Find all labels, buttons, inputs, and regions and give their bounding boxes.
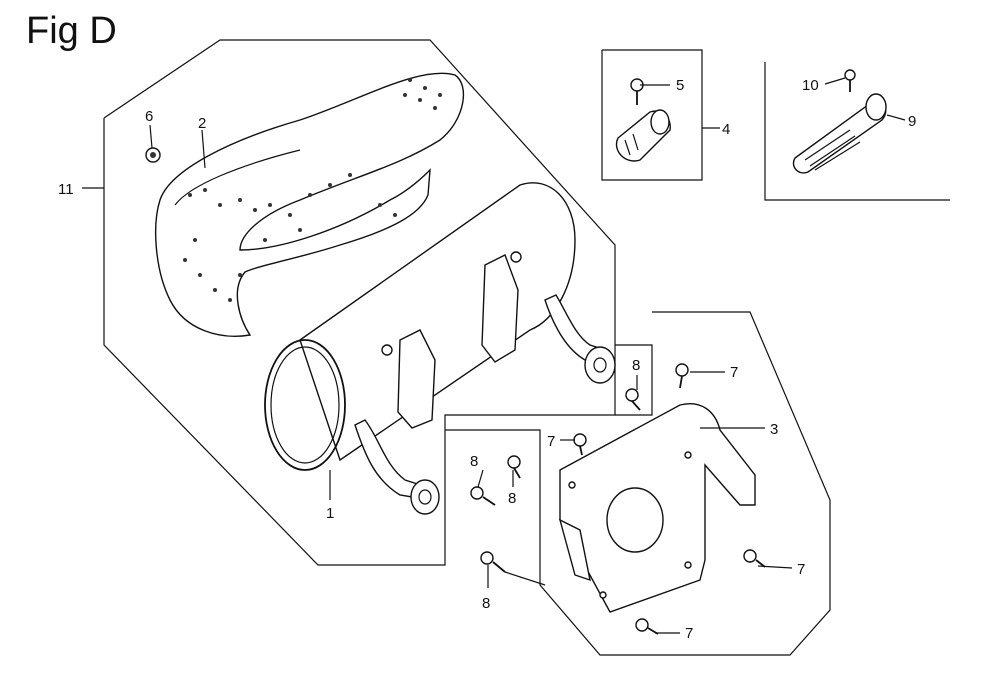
heat-shield-perforations	[183, 78, 442, 302]
figure-title: Fig D	[26, 10, 117, 52]
bolt-7-right	[743, 549, 766, 568]
callout-5: 5	[676, 77, 684, 94]
callout-8-a: 8	[470, 453, 478, 470]
bracket-3-part	[558, 403, 756, 613]
callout-6: 6	[145, 108, 153, 125]
callout-8-lower: 8	[482, 595, 490, 612]
leader-lines	[82, 77, 906, 634]
spark-arrester-part	[615, 109, 671, 162]
callout-3: 3	[770, 421, 778, 438]
callout-4: 4	[722, 121, 730, 138]
bolt-8-box-a	[470, 486, 496, 506]
bolt-8-lower	[480, 551, 506, 573]
muffler-body-part	[264, 182, 616, 515]
screw-6-part	[145, 147, 161, 163]
bolt-7-bottom	[635, 618, 659, 635]
callout-2: 2	[198, 115, 206, 132]
callout-9: 9	[908, 113, 916, 130]
bolt-7-upper	[675, 363, 689, 389]
bolt-8-box-b	[507, 455, 521, 479]
group-outline-8	[615, 344, 653, 416]
group-outline-11	[103, 39, 616, 566]
callout-7-bottom: 7	[685, 625, 693, 642]
callout-10: 10	[802, 77, 819, 94]
screen-9-part	[792, 93, 887, 174]
screw-5-part	[630, 78, 644, 105]
callout-1: 1	[326, 505, 334, 522]
bolt-8-upper-box	[625, 388, 641, 411]
bolt-7-mid	[573, 433, 587, 456]
callout-11: 11	[58, 181, 74, 198]
heat-shield-part	[154, 72, 465, 337]
group-outline-9	[764, 62, 950, 201]
callout-8-b: 8	[508, 490, 516, 507]
group-outline-3	[445, 311, 831, 656]
callout-7-mid: 7	[547, 433, 555, 450]
callout-7-upper: 7	[730, 364, 738, 381]
callout-8-box: 8	[632, 357, 640, 374]
callout-7-right: 7	[797, 561, 805, 578]
screw-10-part	[844, 69, 856, 92]
group-outline-4	[601, 49, 703, 181]
